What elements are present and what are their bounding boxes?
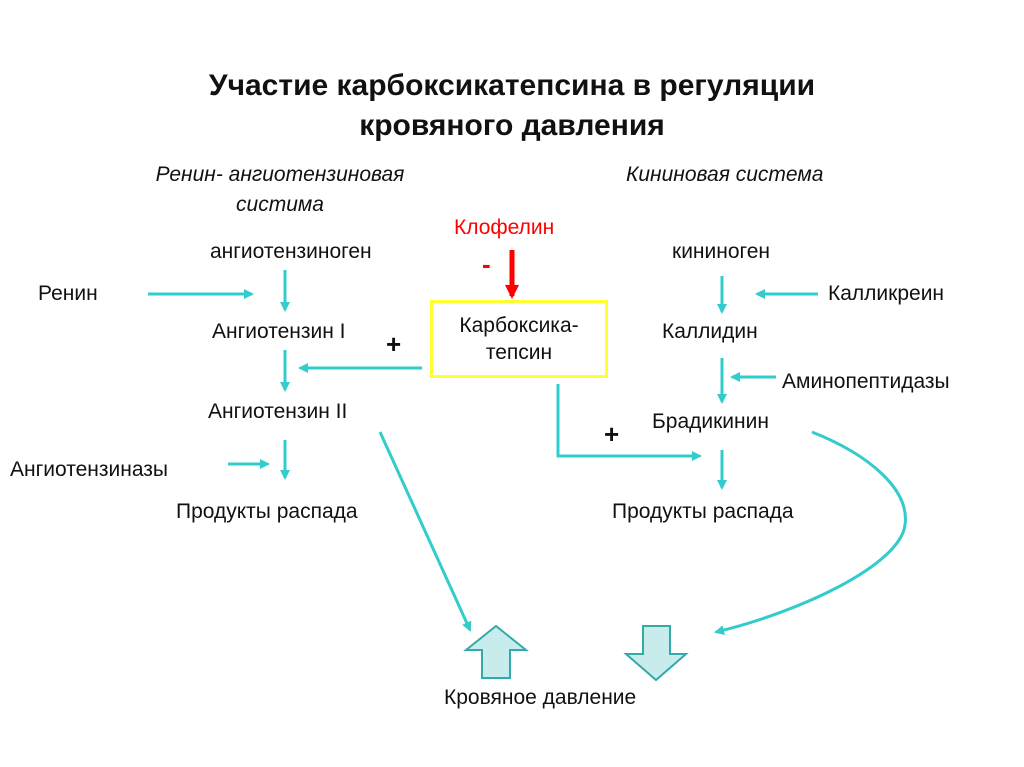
enzyme-line-1: Карбоксика- xyxy=(459,314,579,337)
title-line-1: Участие карбоксикатепсина в регуляции xyxy=(208,69,816,102)
node-angiotensin-1: Ангиотензин I xyxy=(212,320,346,343)
node-right-breakdown: Продукты распада xyxy=(612,500,794,523)
node-blood-pressure: Кровяное давление xyxy=(444,686,637,709)
node-angiotensin-2: Ангиотензин II xyxy=(208,400,348,423)
left-plus-sign: + xyxy=(386,329,402,359)
carboxycathepsin-box xyxy=(430,300,608,378)
left-heading-line-1: Ренин- ангиотензиновая xyxy=(155,163,405,186)
node-angiotensinases: Ангиотензиназы xyxy=(10,458,168,481)
node-left-breakdown: Продукты распада xyxy=(176,500,358,523)
enzyme-line-2: тепсин xyxy=(485,341,553,364)
block-arrow-down xyxy=(623,625,689,682)
node-renin: Ренин xyxy=(38,282,98,305)
node-kallidin: Каллидин xyxy=(662,320,758,343)
minus-sign: - xyxy=(482,249,491,279)
block-arrow-up xyxy=(463,624,529,679)
left-heading-line-2: систима xyxy=(236,193,324,216)
node-aminopeptidases: Аминопептидазы xyxy=(782,370,950,393)
node-bradykinin: Брадикинин xyxy=(652,410,769,433)
arrow-bradykinin-to-pressure xyxy=(714,430,907,636)
node-carboxycathepsin: Карбоксика- тепсин xyxy=(430,312,608,366)
page-title: Участие карбоксикатепсина в регуляции кр… xyxy=(0,66,1024,146)
arrow-enzyme-to-bradykinin xyxy=(556,384,702,461)
arrow-angiotensin2-to-pressure xyxy=(378,431,472,632)
node-kininogen: кининоген xyxy=(672,240,770,263)
title-line-2: кровяного давления xyxy=(359,109,665,142)
node-clonidine: Клофелин xyxy=(454,216,555,239)
node-angiotensinogen: ангиотензиноген xyxy=(210,240,372,263)
left-system-heading: Ренин- ангиотензиновая систима xyxy=(110,160,450,220)
right-plus-sign: + xyxy=(604,419,620,449)
node-kallikrein: Калликреин xyxy=(828,282,945,305)
right-system-heading: Кининовая система xyxy=(626,163,824,186)
